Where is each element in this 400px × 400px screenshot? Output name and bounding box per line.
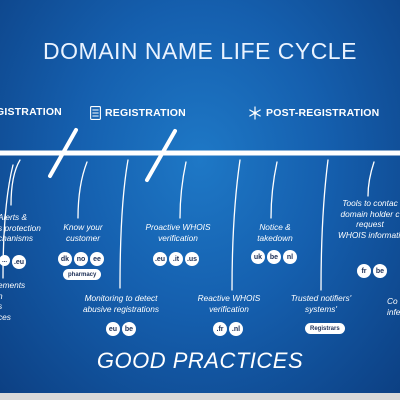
annotation-ments-line-4: ces xyxy=(0,311,11,322)
alerts-chips: ... .eu xyxy=(0,255,27,269)
annotation-alerts-line-3: chanisms xyxy=(0,233,34,243)
trusted-pill-registrars: Registrars xyxy=(305,323,345,334)
connector-monitoring xyxy=(119,159,129,289)
page-title: DOMAIN NAME LIFE CYCLE xyxy=(43,38,357,64)
know-chip-dk: dk xyxy=(58,252,72,266)
alerts-chip-1: ... xyxy=(0,255,11,266)
proactive-chips: .eu .it .us xyxy=(153,252,199,266)
timeline-break-right xyxy=(145,129,177,182)
know-pill-row: pharmacy xyxy=(63,269,102,280)
proactive-chip-us: .us xyxy=(185,252,199,266)
bottom-bar xyxy=(0,393,400,400)
annotation-know-line-1: Know your xyxy=(63,222,103,232)
annotation-tools-line-4: WHOIS informatio xyxy=(338,229,400,240)
connector-proactive-whois xyxy=(179,161,187,219)
annotation-ments-line-3: s xyxy=(0,301,25,312)
annotation-know-your-customer: Know your customer xyxy=(48,222,118,243)
annotation-proactive-line-1: Proactive WHOIS xyxy=(145,222,211,232)
annotation-tools-line-2: domain holder c xyxy=(340,208,400,219)
annotation-co-line-1: Co xyxy=(387,296,398,306)
annotation-alerts-line-2: s protection xyxy=(0,222,41,233)
annotation-monitoring-line-1: Monitoring to detect xyxy=(84,293,158,303)
monitoring-chips: eu be xyxy=(106,322,136,336)
notice-chips: uk be nl xyxy=(251,250,297,264)
phase-pre-registration: GISTRATION xyxy=(0,106,62,118)
phase-pre-registration-label: GISTRATION xyxy=(0,106,62,118)
timeline-break-left xyxy=(48,128,78,178)
know-chips: dk no ee xyxy=(58,252,104,266)
snowflake-icon xyxy=(249,106,261,120)
annotation-ments: ements n s ces xyxy=(0,280,25,322)
annotation-co-line-2: infe xyxy=(387,306,400,317)
notice-chip-nl: nl xyxy=(283,250,297,264)
annotation-alerts-line-1: Alerts & xyxy=(0,212,28,222)
annotation-trusted-notifiers: Trusted notifiers' systems' xyxy=(278,293,364,314)
annotation-notice-line-2: takedown xyxy=(257,232,293,243)
connector-tools xyxy=(367,161,375,197)
annotation-monitoring-line-2: abusive registrations xyxy=(82,303,160,314)
annotation-tools-line-1: Tools to contac xyxy=(342,198,398,208)
phase-registration-label: REGISTRATION xyxy=(105,106,186,119)
know-pill-pharmacy: pharmacy xyxy=(63,269,102,280)
footer-good-practices: GOOD PRACTICES xyxy=(96,348,304,373)
know-chip-no: no xyxy=(74,252,88,266)
proactive-chip-it: .it xyxy=(169,252,183,266)
reactive-chip-fr: .fr xyxy=(213,322,227,336)
connector-alerts xyxy=(10,159,21,206)
reactive-chip-nl: .nl xyxy=(229,322,243,336)
connector-trusted-notifiers xyxy=(320,159,329,291)
monitoring-chip-be: be xyxy=(122,322,136,336)
annotation-tools: Tools to contac domain holder c request … xyxy=(338,198,400,240)
annotation-co: Co infe xyxy=(387,296,400,317)
annotation-trusted-line-1: Trusted notifiers' xyxy=(290,293,352,303)
annotation-ments-line-2: n xyxy=(0,291,25,302)
annotation-alerts: Alerts & s protection chanisms xyxy=(0,212,41,244)
phase-registration: REGISTRATION xyxy=(90,106,186,120)
phase-post-registration: POST-REGISTRATION xyxy=(248,106,379,120)
notice-chip-uk: uk xyxy=(251,250,265,264)
connector-notice-takedown xyxy=(270,161,278,219)
annotation-notice-takedown: Notice & takedown xyxy=(240,222,310,243)
notice-chip-be: be xyxy=(267,250,281,264)
annotation-trusted-line-2: systems' xyxy=(304,303,337,314)
annotation-proactive-line-2: verification xyxy=(158,232,198,243)
annotation-monitoring: Monitoring to detect abusive registratio… xyxy=(68,293,174,314)
annotation-know-line-2: customer xyxy=(65,232,101,243)
monitoring-chip-eu: eu xyxy=(106,322,120,336)
connector-reactive-whois xyxy=(231,159,241,291)
annotation-notice-line-1: Notice & xyxy=(259,222,291,232)
annotation-ments-line-1: ements xyxy=(0,280,26,290)
reactive-chips: .fr .nl xyxy=(213,322,243,336)
trusted-pill-row: Registrars xyxy=(305,323,345,334)
phase-post-registration-label: POST-REGISTRATION xyxy=(266,106,380,119)
checklist-icon xyxy=(90,106,101,120)
annotation-reactive-whois: Reactive WHOIS verification xyxy=(186,293,272,314)
annotation-tools-line-3: request xyxy=(356,219,384,229)
tools-chip-fr: fr xyxy=(357,264,371,278)
know-chip-ee: ee xyxy=(90,252,104,266)
tools-chip-be: be xyxy=(373,264,387,278)
annotation-proactive-whois: Proactive WHOIS verification xyxy=(135,222,221,243)
proactive-chip-eu: .eu xyxy=(153,252,167,266)
connector-know-your-customer xyxy=(77,161,88,219)
annotation-reactive-line-1: Reactive WHOIS xyxy=(197,293,261,303)
tools-chips: fr be xyxy=(357,264,387,278)
annotation-reactive-line-2: verification xyxy=(209,303,249,314)
alerts-chip-eu: .eu xyxy=(12,255,27,269)
